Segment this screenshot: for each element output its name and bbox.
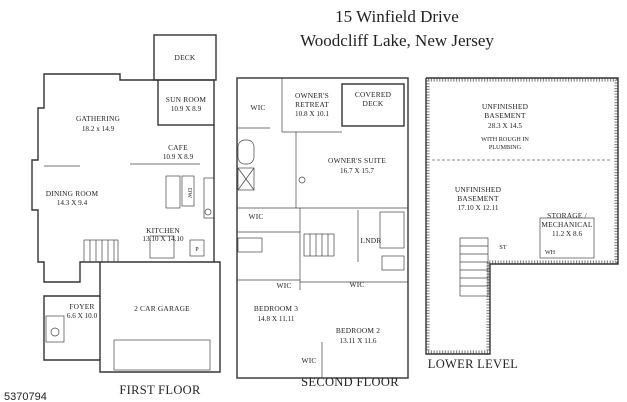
unfinished-top-label-1: UNFINISHED — [482, 102, 529, 111]
kitchen-label: KITCHEN — [146, 226, 180, 235]
lower-level-label: LOWER LEVEL — [428, 357, 518, 371]
unfinished-mid-label-1: UNFINISHED — [455, 185, 502, 194]
second-floor-stairs — [303, 233, 335, 257]
owners-retreat-dims: 10.8 X 10.1 — [295, 110, 329, 118]
wic-mid-label: WIC — [249, 212, 264, 221]
garage-label: 2 CAR GARAGE — [134, 304, 190, 313]
stairs-mark: ST — [499, 244, 506, 251]
kitchen-dims: 13.10 X 14.10 — [142, 235, 184, 243]
dining-room-label: DINING ROOM — [46, 189, 99, 198]
storage-dims: 11.2 X 8.6 — [552, 230, 582, 238]
sun-room-outline — [157, 79, 215, 126]
listing-id: 5370794 — [4, 391, 47, 402]
storage-label-1: STORAGE / — [547, 211, 587, 220]
bath2-tub — [381, 255, 405, 271]
wic-bedroom2-label: WIC — [350, 280, 365, 289]
vanity-sink — [298, 176, 306, 184]
first-floor-plan: DECK SUN ROOM 10.9 X 8.9 GATHERING 18.2 … — [31, 34, 221, 397]
lower-level-outer-wall — [425, 77, 619, 355]
second-floor-outer-wall — [236, 77, 409, 379]
kitchen-base-cabinets — [149, 235, 175, 259]
unfinished-top-label-2: BASEMENT — [484, 111, 526, 120]
sun-room-label: SUN ROOM — [166, 95, 207, 104]
unfinished-mid-dims: 17.10 X 12.11 — [458, 204, 499, 212]
foundation-wall-hatch — [426, 78, 618, 354]
gathering-label: GATHERING — [76, 114, 121, 123]
unfinished-top-dims: 28.3 X 14.5 — [488, 122, 522, 130]
wic-top-label: WIC — [251, 103, 266, 112]
storage-label-2: MECHANICAL — [541, 220, 593, 229]
bathtub — [237, 139, 255, 165]
foyer-dims: 6.6 X 10.0 — [67, 312, 98, 320]
kitchen-wall-counter — [203, 177, 215, 219]
first-floor-stairs — [83, 239, 119, 263]
owners-suite-label: OWNER'S SUITE — [328, 156, 386, 165]
cafe-dims: 10.9 X 8.9 — [163, 153, 194, 161]
bedroom3-label: BEDROOM 3 — [254, 304, 298, 313]
wic-bottom-label: WIC — [302, 356, 317, 365]
address-line-1: 15 Winfield Drive — [335, 7, 459, 26]
wic-bedroom3-label: WIC — [277, 281, 292, 290]
kitchen-sink — [204, 208, 212, 216]
gathering-dims: 18.2 x 14.9 — [82, 125, 115, 133]
unfinished-mid-label-2: BASEMENT — [457, 194, 499, 203]
pantry-closet — [189, 239, 205, 257]
hall-bath-tub — [237, 237, 263, 253]
first-floor-label: FIRST FLOOR — [119, 383, 201, 397]
covered-deck-label-2: DECK — [363, 99, 384, 108]
kitchen-island — [165, 175, 181, 209]
laundry-label: LNDR — [361, 236, 382, 245]
kitchen-counter — [181, 175, 195, 207]
cafe-label: CAFE — [168, 143, 188, 152]
storage-room — [539, 217, 595, 259]
pantry-mark: P — [195, 246, 199, 253]
owners-retreat-label-1: OWNER'S — [295, 91, 329, 100]
second-floor-label: SECOND FLOOR — [301, 375, 399, 389]
lower-level-plan: UNFINISHED BASEMENT 28.3 X 14.5 WITH ROU… — [425, 77, 619, 371]
laundry-appliances — [379, 211, 405, 249]
rough-in-note-2: PLUMBING — [489, 144, 522, 151]
second-floor-plan: WIC OWNER'S RETREAT 10.8 X 10.1 COVERED … — [236, 77, 409, 389]
dishwasher-mark: DW — [186, 188, 193, 198]
bedroom2-dims: 13.11 X 11.6 — [340, 337, 377, 345]
lower-level-stairs — [459, 237, 489, 297]
bedroom2-label: BEDROOM 2 — [336, 326, 380, 335]
owners-retreat-label-2: RETREAT — [295, 100, 329, 109]
garage-door — [113, 339, 211, 371]
first-floor-outer-wall — [31, 73, 221, 373]
water-heater-mark: WH — [545, 249, 556, 256]
shower — [237, 167, 255, 191]
sun-room-dims: 10.9 X 8.9 — [171, 105, 202, 113]
address-line-2: Woodcliff Lake, New Jersey — [300, 31, 494, 50]
toilet-fixture — [50, 327, 60, 337]
dining-room-dims: 14.3 X 9.4 — [57, 199, 88, 207]
rough-in-note-1: WITH ROUGH IN — [481, 136, 529, 143]
bedroom3-dims: 14.8 X 11.11 — [258, 315, 295, 323]
covered-deck-label-1: COVERED — [355, 90, 392, 99]
owners-suite-dims: 16.7 X 15.7 — [340, 167, 374, 175]
deck-label: DECK — [175, 53, 196, 62]
foyer-label: FOYER — [69, 302, 94, 311]
covered-deck-outline — [341, 83, 405, 127]
powder-room — [45, 315, 65, 343]
